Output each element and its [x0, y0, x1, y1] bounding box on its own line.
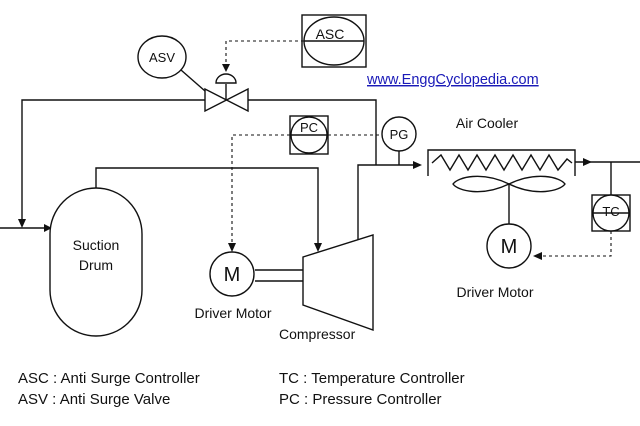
driver-motor-1-label: Driver Motor — [194, 305, 271, 321]
driver-motor-2-symbol: M — [501, 236, 518, 258]
tc-instrument-label: TC — [602, 204, 619, 219]
compressor-label: Compressor — [279, 326, 356, 342]
drum-to-compressor-line — [95, 167, 319, 245]
inlet-arrow — [44, 224, 52, 232]
pc-signal-arrow — [228, 243, 236, 252]
driver-motor-2 — [486, 223, 532, 269]
suction-drum — [49, 187, 143, 337]
air-cooler-coil — [431, 153, 573, 172]
asc-instrument-label: ASC — [316, 26, 345, 42]
motor-shaft — [255, 269, 303, 282]
compressor-inlet-arrow — [314, 243, 322, 252]
tc-signal-arrow — [533, 252, 542, 260]
compressor — [302, 234, 374, 331]
legend-pc: PC : Pressure Controller — [279, 391, 442, 408]
fan-blade-right — [507, 175, 566, 193]
asc-signal — [225, 40, 304, 66]
driver-motor-2-label: Driver Motor — [456, 284, 533, 300]
legend-asv: ASV : Anti Surge Valve — [18, 391, 170, 408]
asc-signal-arrow — [222, 64, 230, 72]
cooler-outlet-arrow — [583, 158, 592, 166]
legend-tc: TC : Temperature Controller — [279, 370, 465, 387]
pg-instrument-label: PG — [390, 127, 409, 142]
air-cooler-label: Air Cooler — [456, 115, 519, 131]
legend-asc: ASC : Anti Surge Controller — [18, 370, 200, 387]
pc-instrument-label: PC — [300, 120, 318, 135]
suction-drum-label-2: Drum — [79, 257, 113, 273]
asv-valve-body — [204, 87, 249, 113]
air-cooler-housing — [427, 149, 576, 176]
driver-motor-1-symbol: M — [224, 264, 241, 286]
recycle-line — [21, 99, 377, 220]
discharge-arrow — [413, 161, 422, 169]
tc-signal — [541, 231, 612, 257]
recycle-arrow — [18, 219, 26, 228]
asv-actuator — [215, 73, 237, 84]
fan-blade-left — [452, 175, 511, 193]
asv-to-valve-link — [180, 69, 206, 92]
asv-instrument — [137, 35, 187, 79]
pc-signal-to-motor — [231, 134, 290, 245]
discharge-line — [357, 164, 414, 240]
asv-instrument-label: ASV — [149, 50, 175, 65]
website-link[interactable]: www.EnggCyclopedia.com — [366, 72, 539, 88]
suction-drum-label-1: Suction — [73, 237, 120, 253]
